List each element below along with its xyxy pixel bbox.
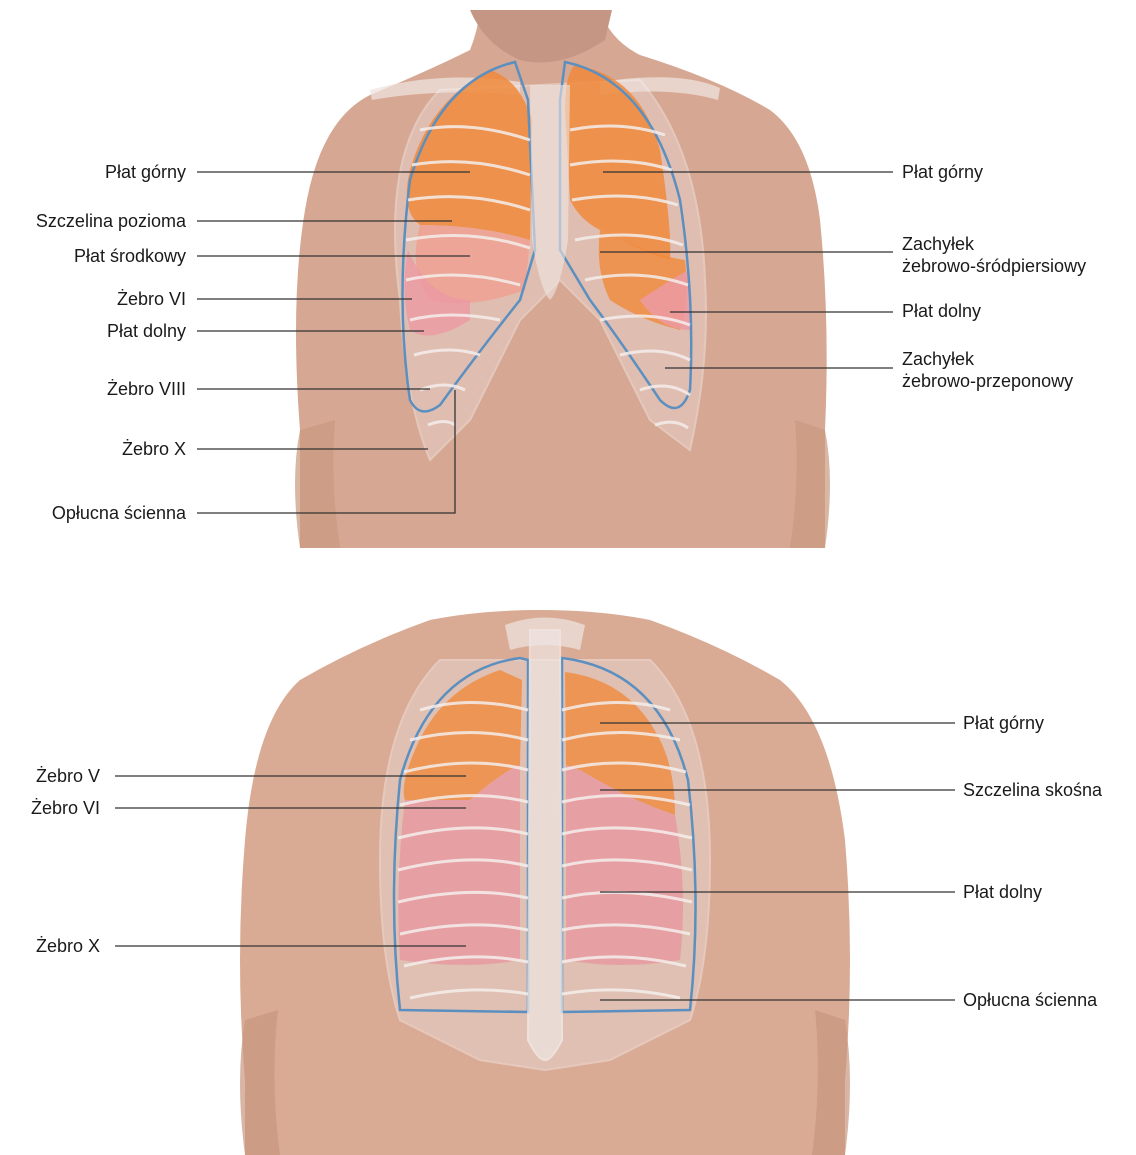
front-label-horizontal-fissure: Szczelina pozioma (36, 210, 186, 232)
back-view-panel: Żebro V Żebro VI Żebro X Płat górny Szcz… (0, 600, 1136, 1155)
back-label-rib-v: Żebro V (36, 765, 100, 787)
front-label-parietal-pleura: Opłucna ścienna (52, 502, 186, 524)
front-view-panel: Płat górny Szczelina pozioma Płat środko… (0, 0, 1136, 560)
front-label-upper-lobe-left: Płat górny (105, 161, 186, 183)
back-torso-illustration (0, 600, 1136, 1155)
front-label-rib-x: Żebro X (122, 438, 186, 460)
front-label-lower-lobe-left: Płat dolny (107, 320, 186, 342)
front-label-costomediastinal-recess-line1: Zachyłek (902, 233, 1086, 255)
front-label-rib-viii: Żebro VIII (107, 378, 186, 400)
back-label-upper-lobe: Płat górny (963, 712, 1044, 734)
front-label-upper-lobe-right: Płat górny (902, 161, 983, 183)
front-label-costodiaphragmatic-recess-line2: żebrowo-przeponowy (902, 370, 1073, 392)
front-torso-illustration (0, 0, 1136, 560)
front-label-costomediastinal-recess-line2: żebrowo-śródpiersiowy (902, 255, 1086, 277)
front-label-rib-vi: Żebro VI (117, 288, 186, 310)
back-label-lower-lobe: Płat dolny (963, 881, 1042, 903)
back-label-rib-vi: Żebro VI (31, 797, 100, 819)
back-label-parietal-pleura: Opłucna ścienna (963, 989, 1097, 1011)
back-label-oblique-fissure: Szczelina skośna (963, 779, 1102, 801)
front-label-costomediastinal-recess: Zachyłek żebrowo-śródpiersiowy (902, 233, 1086, 277)
front-label-lower-lobe-right: Płat dolny (902, 300, 981, 322)
front-label-costodiaphragmatic-recess: Zachyłek żebrowo-przeponowy (902, 348, 1073, 392)
front-label-middle-lobe: Płat środkowy (74, 245, 186, 267)
back-label-rib-x: Żebro X (36, 935, 100, 957)
back-spine (528, 630, 562, 1060)
front-label-costodiaphragmatic-recess-line1: Zachyłek (902, 348, 1073, 370)
